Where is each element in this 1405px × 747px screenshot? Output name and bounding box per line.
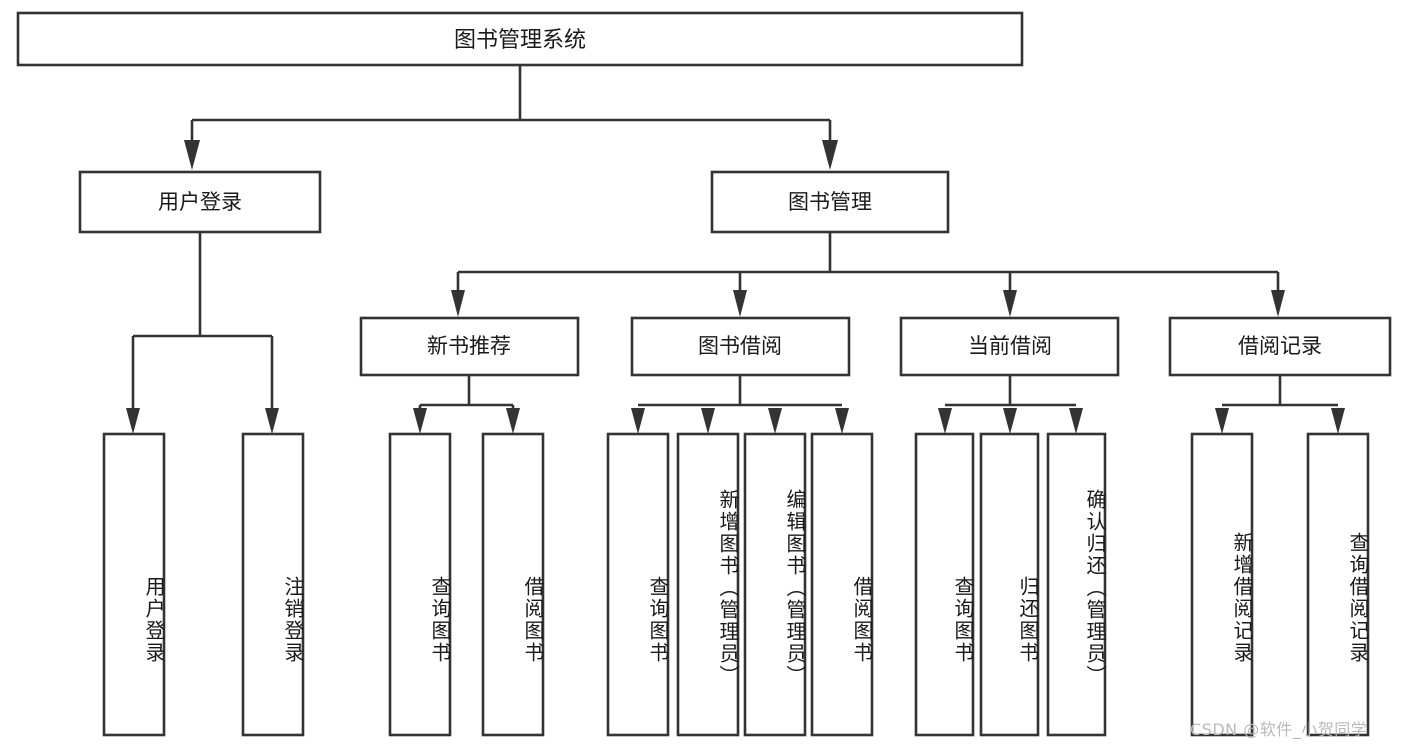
arrow-head-leaf-borrow-4	[835, 408, 849, 434]
leaf-box-current-1[interactable]	[914, 432, 975, 737]
arrow-head-leaf-user-login-2	[265, 408, 279, 434]
node-current-borrow-box[interactable]	[899, 316, 1120, 377]
node-book-borrow-label: 图书借阅	[698, 334, 782, 358]
node-new-book-recommend-box[interactable]	[359, 316, 580, 377]
leaf-box-user-login-1[interactable]	[102, 432, 166, 737]
leaf-box-current-3[interactable]	[1046, 432, 1107, 737]
arrow-head-leaf-borrow-2	[701, 408, 715, 434]
leaf-box-borrow-4[interactable]	[810, 432, 874, 737]
leaf-box-borrow-3[interactable]	[743, 432, 807, 737]
arrow-head-recommend	[451, 290, 465, 317]
connector-group-borrow	[631, 375, 849, 434]
arrow-head-borrow	[733, 290, 747, 317]
arrow-head-leaf-borrow-3	[768, 408, 782, 434]
leaf-box-record-1[interactable]	[1190, 432, 1254, 737]
arrow-head-record	[1271, 290, 1285, 317]
arrow-head-leaf-record-2	[1331, 408, 1345, 434]
arrow-head-leaf-record-1	[1215, 408, 1229, 434]
node-borrow-record-label: 借阅记录	[1238, 334, 1322, 358]
node-root-label: 图书管理系统	[454, 28, 586, 53]
connector-group-record	[1215, 375, 1345, 434]
arrow-head-book-manage	[822, 140, 838, 170]
connector-group-root	[184, 65, 838, 170]
arrow-head-leaf-recommend-2	[506, 408, 520, 434]
leaf-box-borrow-1[interactable]	[606, 432, 670, 737]
node-user-login-box[interactable]	[78, 170, 322, 234]
csdn-watermark: CSDN @软件_小贺同学	[1190, 720, 1368, 739]
connector-group-book-manage	[451, 232, 1285, 317]
node-book-borrow-box[interactable]	[630, 316, 851, 377]
leaf-box-borrow-2[interactable]	[676, 432, 740, 737]
leaf-box-recommend-1[interactable]	[388, 432, 452, 737]
leaf-box-record-2[interactable]	[1306, 432, 1370, 737]
arrow-head-leaf-borrow-1	[631, 408, 645, 434]
node-current-borrow-label: 当前借阅	[968, 334, 1052, 358]
arrow-head-leaf-user-login-1	[126, 408, 140, 434]
leaf-box-user-login-2[interactable]	[241, 432, 305, 737]
arrow-head-leaf-current-3	[1069, 408, 1083, 434]
arrow-head-user-login	[184, 140, 200, 170]
node-borrow-record-box[interactable]	[1168, 316, 1392, 377]
connector-group-current	[938, 375, 1083, 434]
connector-group-user-login	[126, 232, 279, 434]
arrow-head-leaf-current-2	[1003, 408, 1017, 434]
leaf-box-current-2[interactable]	[979, 432, 1040, 737]
node-root-box[interactable]	[16, 11, 1024, 67]
arrow-head-leaf-current-1	[938, 408, 952, 434]
connector-group-recommend	[413, 375, 520, 434]
node-new-book-recommend-label: 新书推荐	[427, 334, 511, 358]
arrow-head-leaf-recommend-1	[413, 408, 427, 434]
node-user-login-label: 用户登录	[158, 190, 242, 214]
node-book-manage-box[interactable]	[710, 170, 950, 234]
leaf-box-recommend-2[interactable]	[481, 432, 545, 737]
node-book-manage-label: 图书管理	[788, 190, 872, 214]
arrow-head-current	[1003, 290, 1017, 317]
